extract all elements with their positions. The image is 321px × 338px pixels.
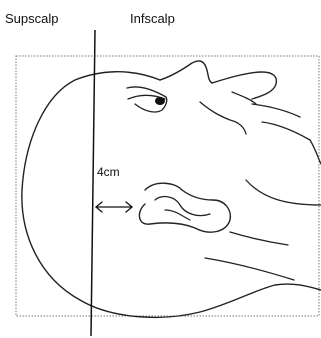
ear-outer	[139, 183, 230, 232]
cheek-line	[200, 102, 246, 134]
distance-arrow	[96, 202, 132, 212]
dotted-frame	[16, 56, 319, 316]
scalp-divider-line	[91, 30, 95, 336]
eye-pupil	[155, 97, 165, 105]
lip-line	[262, 122, 310, 140]
infscalp-label: Infscalp	[130, 11, 175, 26]
forehead-line	[160, 61, 212, 83]
nostril-line	[232, 92, 256, 104]
distance-label: 4cm	[97, 165, 120, 179]
supscalp-label: Supscalp	[5, 11, 58, 26]
mouth-line	[252, 104, 300, 117]
neck-line-1	[205, 258, 294, 280]
jaw-line	[246, 180, 321, 205]
neck-line-2	[230, 232, 288, 245]
nose-outline	[212, 72, 276, 99]
